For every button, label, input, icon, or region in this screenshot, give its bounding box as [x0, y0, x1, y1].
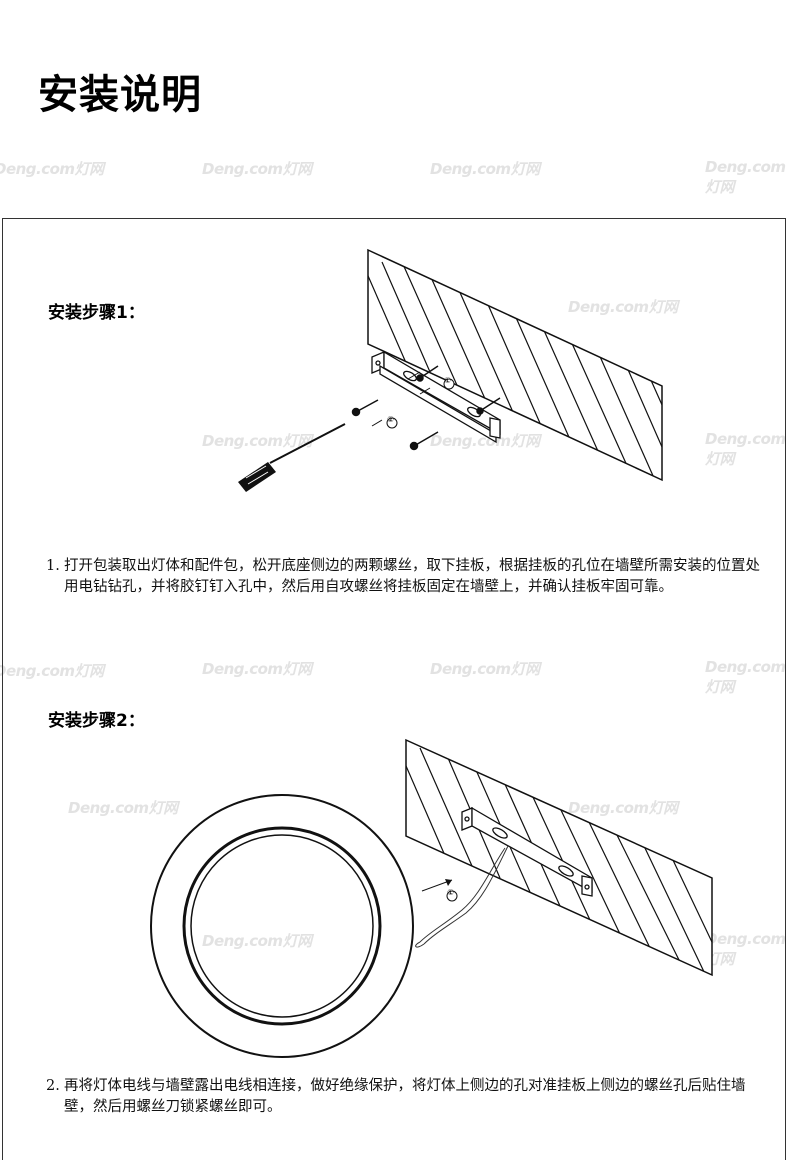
watermark: Deng.com灯网: [568, 799, 678, 817]
step2-text: 再将灯体电线与墙壁露出电线相连接，做好绝缘保护，将灯体上侧边的孔对准挂板上侧边的…: [64, 1078, 746, 1115]
screwdriver-icon: [238, 423, 346, 492]
step2-bracket: [461, 806, 593, 897]
watermark: Deng.com灯网: [68, 799, 178, 817]
step2-marker-1: [446, 890, 458, 902]
step1-text: 打开包装取出灯体和配件包，松开底座侧边的两颗螺丝，取下挂板，根据挂板的孔位在墙壁…: [64, 558, 760, 595]
watermark: Deng.com灯网: [202, 160, 312, 178]
watermark: Deng.com灯网: [705, 658, 786, 696]
step1-number: 1.: [46, 558, 60, 574]
step2-wall: [405, 738, 713, 977]
step1-marker-1-label: ①: [444, 376, 452, 385]
step2-heading: 安装步骤2：: [48, 711, 145, 731]
step2-marker-1-label: ①: [447, 888, 455, 897]
wires: [415, 845, 509, 948]
watermark: Deng.com灯网: [705, 158, 786, 196]
instruction-frame: [2, 218, 786, 1160]
round-lamp: [150, 794, 414, 1058]
step1-marker-1: [443, 378, 455, 390]
watermark: Deng.com灯网: [0, 662, 104, 680]
watermark: Deng.com灯网: [202, 660, 312, 678]
watermark: Deng.com灯网: [0, 160, 104, 178]
step1-bracket: [371, 350, 501, 444]
page-title: 安装说明: [38, 72, 202, 118]
step2-description: 2. 再将灯体电线与墙壁露出电线相连接，做好绝缘保护，将灯体上侧边的孔对准挂板上…: [46, 1076, 762, 1118]
step1-marker-2-label: ②: [387, 415, 395, 424]
step2-number: 2.: [46, 1078, 60, 1094]
step1-heading: 安装步骤1：: [48, 303, 145, 323]
watermark: Deng.com灯网: [705, 430, 786, 468]
watermark: Deng.com灯网: [568, 298, 678, 316]
watermark: Deng.com灯网: [202, 432, 312, 450]
watermark: Deng.com灯网: [202, 932, 312, 950]
step1-screws: [351, 365, 501, 451]
watermark: Deng.com灯网: [430, 660, 540, 678]
watermark: Deng.com灯网: [430, 160, 540, 178]
step1-wall: [367, 248, 663, 482]
step1-marker-2: [386, 417, 398, 429]
arrow-head-icon: [445, 879, 452, 886]
watermark: Deng.com灯网: [430, 432, 540, 450]
step1-description: 1. 打开包装取出灯体和配件包，松开底座侧边的两颗螺丝，取下挂板，根据挂板的孔位…: [46, 556, 762, 598]
